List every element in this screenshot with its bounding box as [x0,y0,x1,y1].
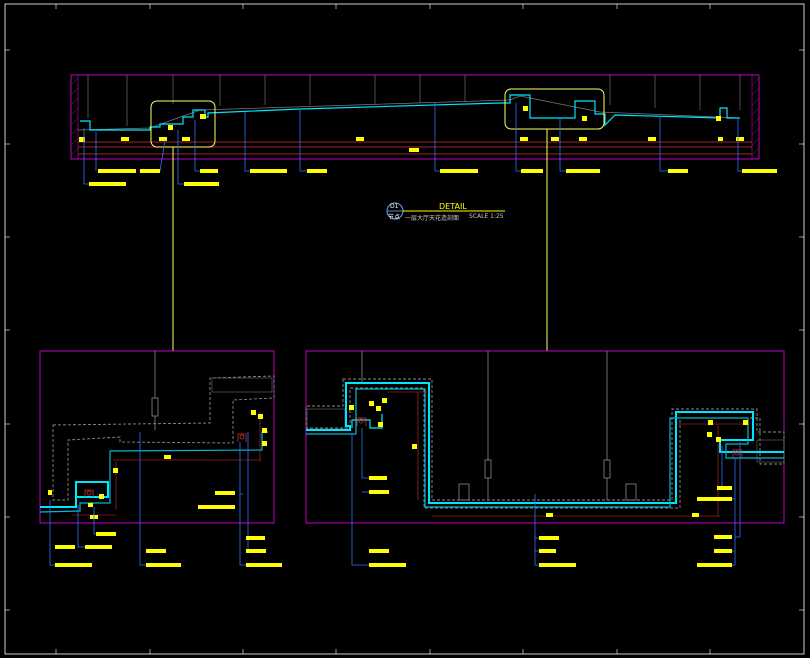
led-fixture-icon [356,417,743,458]
left-wall-hatch [70,74,79,160]
section-tags [79,106,744,152]
right-slab-left [305,378,785,509]
left-slab [52,375,275,501]
right-hangers [361,351,637,501]
ceiling-profile [80,94,740,131]
right-dimensions [388,391,750,517]
main-ceiling-section [70,74,777,186]
detail-scale: SCALE 1:25 [469,213,504,220]
section-border [70,74,760,160]
detail-title: DETAIL [439,202,467,211]
left-detail-leaders [49,432,249,566]
right-ceiling-board [306,382,784,504]
hanger-rods [87,75,741,126]
right-detail-label-bars [369,476,732,567]
detail-bubble-top-text: D1 [390,203,399,210]
right-wall-hatch [751,74,760,160]
detail-subtitle: 一层大厅天花造剖面 [405,215,460,222]
left-dimensions [72,412,261,516]
detail-callout-right [504,88,605,130]
right-detail [305,350,785,567]
detail-title-mark [386,202,505,220]
left-detail-border [39,350,275,524]
led-fixture-icon [84,433,247,497]
drawing-frame [4,3,805,655]
right-detail-tags [349,398,748,517]
frame-ticks [5,4,804,654]
detail-bubble-bottom-text: 节点 [388,214,401,221]
detail-callout-left [150,100,216,148]
left-detail-label-bars [55,491,282,567]
section-label-bars [89,169,777,186]
right-detail-leaders [351,428,741,566]
left-detail [39,350,282,567]
section-leaders [83,103,742,185]
